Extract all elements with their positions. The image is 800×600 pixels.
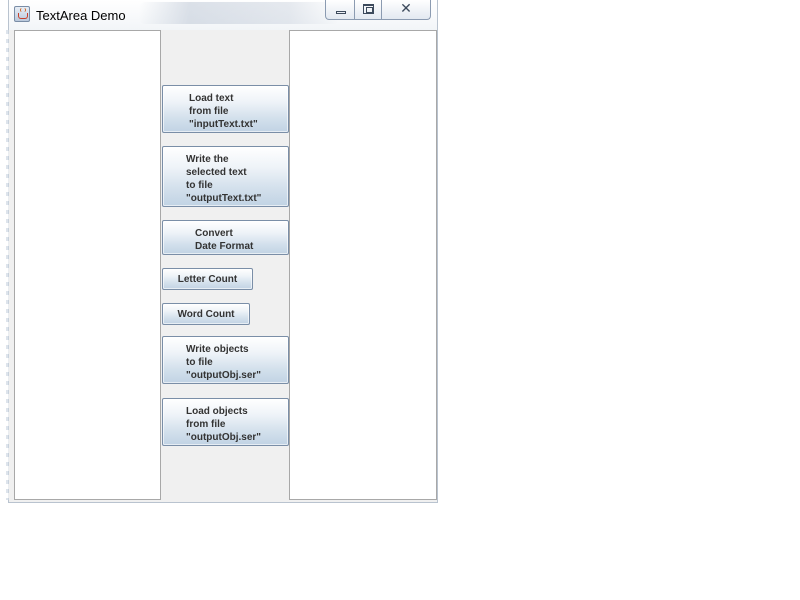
java-steam-shape	[20, 8, 26, 12]
button-label-line: "inputText.txt"	[189, 119, 258, 130]
load-objects-button[interactable]: Load objects from file "outputObj.ser"	[162, 398, 289, 446]
left-text-area[interactable]	[14, 30, 161, 500]
button-label-line: from file	[186, 418, 226, 430]
maximize-icon	[363, 4, 374, 14]
button-label-line: Write the	[186, 153, 229, 165]
textarea-demo-window: TextArea Demo ✕ Load text from file "inp…	[6, 0, 438, 503]
write-selected-text-button[interactable]: Write the selected text to file "outputT…	[162, 146, 289, 207]
button-label-line: "outputText.txt"	[186, 192, 262, 204]
minimize-button[interactable]	[325, 0, 355, 20]
window-controls: ✕	[325, 0, 431, 20]
button-label-line: selected text	[186, 166, 247, 178]
window-title: TextArea Demo	[36, 8, 126, 23]
button-label-line: Load objects	[186, 405, 248, 417]
maximize-button[interactable]	[354, 0, 382, 20]
button-label-line: Write objects	[186, 344, 249, 355]
close-button[interactable]: ✕	[381, 0, 431, 20]
content-pane: Load text from file "inputText.txt" Writ…	[14, 30, 437, 500]
button-label-line: Load text	[189, 93, 234, 104]
convert-date-format-button[interactable]: Convert Date Format	[162, 220, 289, 255]
minimize-icon	[336, 11, 346, 14]
button-label-line: to file	[186, 179, 213, 191]
button-label-line: from file	[189, 106, 229, 117]
title-bar-glass-blur	[139, 2, 339, 24]
word-count-button[interactable]: Word Count	[162, 303, 250, 325]
button-label-line: Date Format	[195, 241, 254, 252]
button-label-line: to file	[186, 357, 213, 368]
title-bar[interactable]: TextArea Demo ✕	[9, 0, 437, 30]
write-objects-button[interactable]: Write objects to file "outputObj.ser"	[162, 336, 289, 384]
load-text-button[interactable]: Load text from file "inputText.txt"	[162, 85, 289, 133]
java-app-icon[interactable]	[14, 6, 30, 22]
right-text-area[interactable]	[289, 30, 437, 500]
close-icon: ✕	[400, 1, 412, 17]
java-cup-shape	[18, 13, 28, 19]
button-label-line: "outputObj.ser"	[186, 431, 262, 443]
letter-count-button[interactable]: Letter Count	[162, 268, 253, 290]
button-label-line: Convert	[195, 228, 233, 239]
button-label-line: "outputObj.ser"	[186, 370, 262, 381]
